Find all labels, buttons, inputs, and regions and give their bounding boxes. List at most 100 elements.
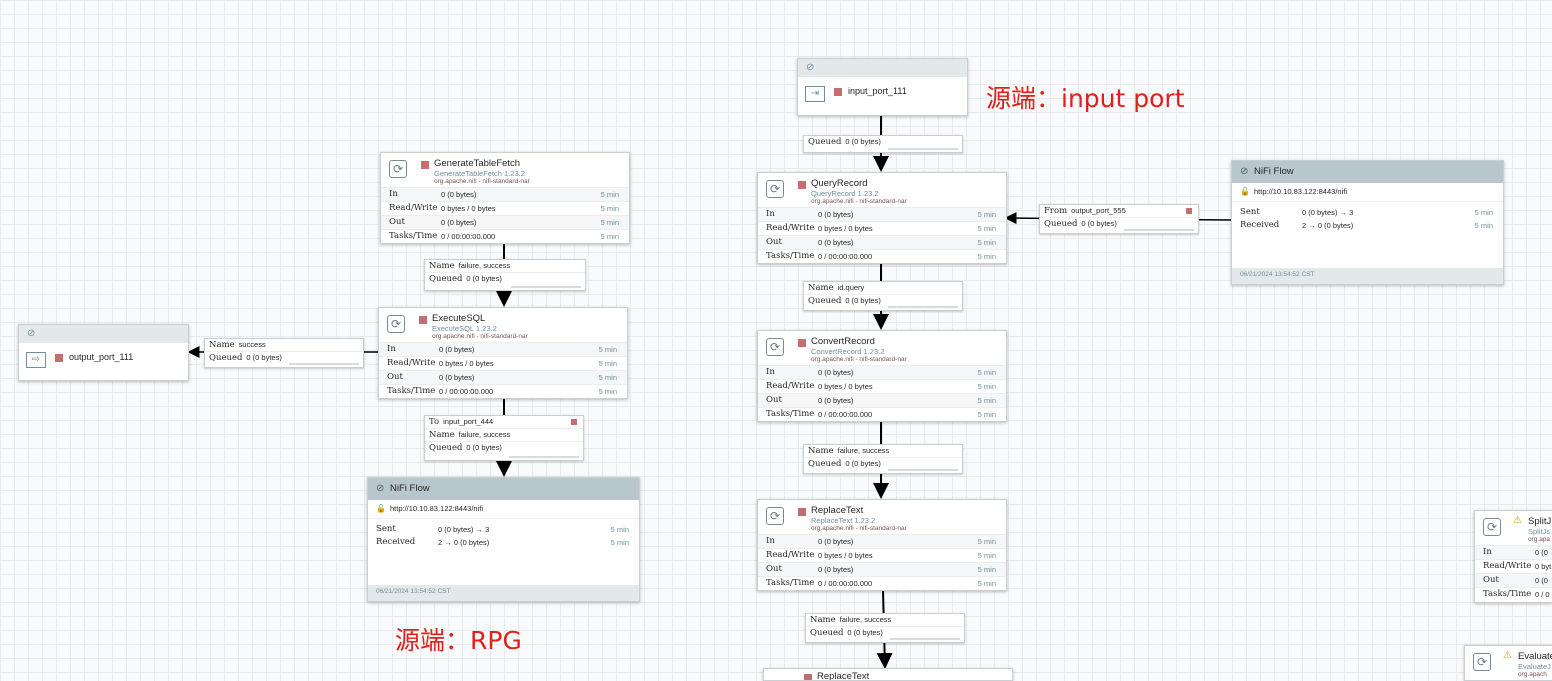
stat-label: Read/Write (389, 203, 438, 213)
window: 5 min (1474, 208, 1493, 217)
annotation-rpg: 源端：RPG (395, 626, 522, 655)
lock-icon: 🔓 (376, 504, 386, 513)
destination: input_port_444 (443, 417, 494, 426)
rpg-title: NiFi Flow (1254, 166, 1294, 177)
stat-label: Tasks/Time (387, 386, 436, 396)
relationship: id.query (837, 283, 865, 292)
processor-bundle: org.apache.nifi - nifi-standard-nar (811, 356, 907, 363)
lock-icon: 🔓 (1240, 187, 1250, 196)
label: Sent (376, 524, 396, 534)
label: Name (808, 446, 834, 456)
stat-value: 0 (0 (1535, 576, 1548, 585)
processor-icon: ⟳ (387, 315, 405, 333)
stat-value: 0 (0 bytes) (818, 368, 854, 377)
queued-value: 0 (0 bytes) (845, 296, 881, 305)
label: Queued (429, 274, 463, 284)
processor-type: SplitJs (1528, 527, 1551, 536)
processor-icon: ⟳ (389, 160, 407, 178)
remote-process-group-right[interactable]: ⊘NiFi Flow 🔓http://10.10.83.122:8443/nif… (1231, 160, 1504, 285)
rpg-title: NiFi Flow (390, 483, 430, 494)
processor-icon: ⟳ (1473, 653, 1491, 671)
warning-icon: ⚠ (1503, 650, 1512, 661)
processor-replacetext[interactable]: ⟳ ReplaceText ReplaceText 1.23.2 org.apa… (757, 499, 1007, 591)
stopped-icon (834, 88, 842, 96)
stat-value: 0 / 00:00:00.000 (818, 410, 873, 419)
stat-value: 0 bytes / 0 bytes (441, 204, 496, 213)
label: Sent (1240, 207, 1260, 217)
value: 0 (0 bytes) → 3 (438, 525, 490, 534)
url-text: http://10.10.83.122:8443/nifi (1254, 187, 1347, 196)
processor-icon: ⟳ (766, 338, 784, 356)
stat-label: Read/Write (766, 381, 815, 391)
output-port-111[interactable]: ⊘ ⇨ output_port_111 (18, 324, 189, 381)
processor-executesql[interactable]: ⟳ ExecuteSQL ExecuteSQL 1.23.2 org.apach… (378, 307, 628, 399)
stat-value: 0 bytes / 0 bytes (818, 382, 873, 391)
processor-evaluatejson[interactable]: ⟳ ⚠ Evaluate EvaluateJ org.apach (1464, 645, 1552, 681)
stat-label: In (766, 367, 775, 377)
rpg-url: 🔓 http://10.10.83.122:8443/nifi (1232, 183, 1503, 202)
window: 5 min (610, 538, 629, 547)
queued-value: 0 (0 bytes) (466, 443, 502, 452)
stat-label: Read/Write (387, 358, 436, 368)
processor-bundle: org.apach (1518, 671, 1547, 678)
processor-bundle: org.apa (1528, 536, 1551, 543)
queue-bar (289, 363, 359, 365)
label: Received (376, 537, 416, 547)
value: 0 (0 bytes) → 3 (1302, 208, 1354, 217)
remote-process-group-left[interactable]: ⊘NiFi Flow 🔓http://10.10.83.122:8443/nif… (367, 477, 640, 602)
stopped-icon (419, 316, 427, 324)
queue-bar (511, 286, 581, 288)
queue-bar (1124, 229, 1194, 231)
queue-bar (888, 148, 958, 150)
url-text: http://10.10.83.122:8443/nifi (390, 504, 483, 513)
processor-convertrecord[interactable]: ⟳ ConvertRecord ConvertRecord 1.23.2 org… (757, 330, 1007, 422)
stat-window: 5 min (977, 410, 996, 419)
processor-name: GenerateTableFetch (434, 158, 521, 169)
processor-generatetablefetch[interactable]: ⟳ GenerateTableFetch GenerateTableFetch … (380, 152, 630, 244)
warning-icon: ⚠ (1513, 515, 1522, 526)
processor-queryrecord[interactable]: ⟳ QueryRecord QueryRecord 1.23.2 org.apa… (757, 172, 1007, 264)
stat-window: 5 min (977, 224, 996, 233)
queued-value: 0 (0 bytes) (246, 353, 282, 362)
relationship: success (238, 340, 266, 349)
input-port-111[interactable]: ⊘ ⇥ input_port_111 (797, 58, 968, 116)
processor-type: GenerateTableFetch 1.23.2 (434, 169, 525, 178)
stat-window: 5 min (977, 551, 996, 560)
stat-label: Out (389, 217, 405, 227)
queue-bar (888, 469, 958, 471)
label: To (429, 417, 440, 427)
queued-value: 0 (0 bytes) (1081, 219, 1117, 228)
processor-replacetext-2[interactable]: ReplaceText (763, 668, 1013, 681)
relationship: failure, success (839, 615, 892, 624)
stat-window: 5 min (977, 382, 996, 391)
stat-value: 0 bytes / 0 bytes (818, 224, 873, 233)
stat-value: 0 (0 bytes) (818, 238, 854, 247)
stat-value: 0 (0 bytes) (818, 565, 854, 574)
